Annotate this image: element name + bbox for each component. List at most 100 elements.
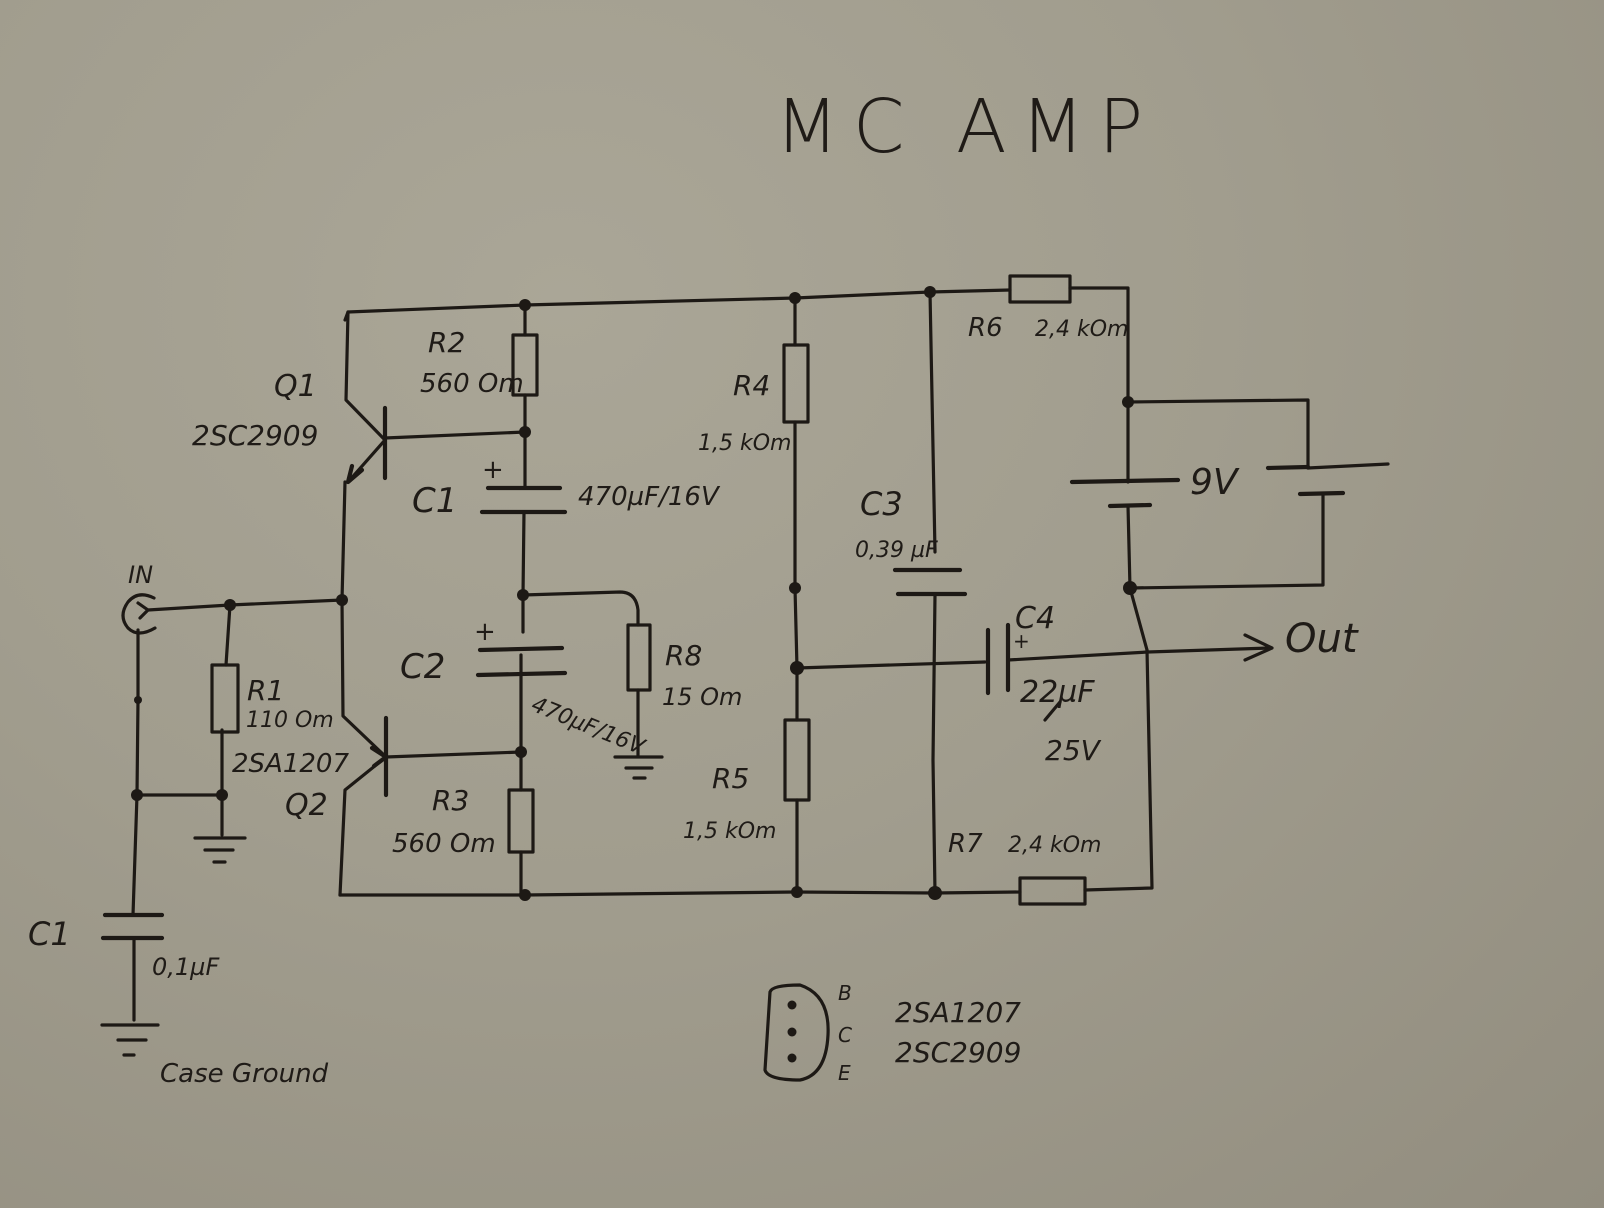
r7-value-label: 2,4 kOm	[1008, 833, 1101, 858]
battery-9v: 9V	[1069, 462, 1346, 509]
resistor-r3: R3 560 Om	[392, 784, 535, 859]
junction-dot	[789, 582, 801, 594]
capacitor-case: C1 0,1µF	[28, 912, 220, 981]
battery-left-bottom-wire	[1126, 504, 1149, 652]
r5-ref-label: R5	[712, 762, 749, 795]
r5-value-label: 1,5 kOm	[683, 819, 776, 844]
resistor-r7: R7 2,4 kOm	[948, 829, 1101, 906]
c3-ref-label: C3	[860, 485, 903, 523]
divider-to-c4-wire	[795, 660, 987, 670]
pinout-part-1: 2SA1207	[895, 996, 1021, 1029]
r7-to-output-wire	[1083, 648, 1154, 892]
battery-right-plate-short	[1297, 490, 1346, 497]
ground-symbol-r8	[613, 755, 664, 780]
battery-left-plate-short	[1107, 502, 1153, 509]
junction-dots	[131, 286, 1137, 901]
battery-voltage-label: 9V	[1190, 462, 1240, 503]
case-ground: Case Ground	[100, 1023, 329, 1089]
r6-body	[1008, 274, 1072, 304]
junction-dot	[517, 589, 529, 601]
junction-dot	[515, 746, 527, 758]
q1-base-wire	[383, 430, 527, 440]
ground-icon	[613, 755, 664, 780]
shield-wire	[131, 628, 140, 917]
resistor-r6: R6 2,4 kOm	[968, 274, 1128, 343]
wires	[131, 286, 1390, 1022]
junction-dot	[519, 426, 531, 438]
r4-r5-wire	[793, 420, 799, 722]
resistor-r5: R5 1,5 kOm	[683, 718, 811, 844]
capacitor-c2: + C2 470µF/16V	[400, 617, 649, 761]
junction-dot	[131, 789, 143, 801]
c3-value-label: 0,39 µF	[855, 538, 938, 563]
r4-value-label: 1,5 kOm	[698, 431, 791, 456]
junction-dot	[519, 299, 531, 311]
schematic-title: MC AMP	[775, 84, 1157, 170]
junction-dot	[790, 661, 804, 675]
junction-dot	[789, 292, 801, 304]
r2-value-label: 560 Om	[420, 369, 524, 399]
junction-dot	[928, 886, 942, 900]
input-jack: IN	[121, 561, 157, 635]
q1-emitter-arrow-icon	[345, 463, 365, 485]
c1-value-label: 470µF/16V	[578, 482, 721, 512]
resistor-r8: R8 15 Om	[626, 623, 742, 711]
pin-dot-e	[787, 1053, 797, 1063]
r7-ref-label: R7	[948, 829, 983, 859]
capacitor-c3: C3 0,39 µF	[855, 485, 968, 597]
resistor-r4: R4 1,5 kOm	[698, 343, 810, 456]
q1-ref-label: Q1	[274, 369, 317, 404]
c2-polarity-icon: +	[474, 617, 496, 647]
q2-base-wire	[384, 750, 523, 759]
ground-symbol-r1	[193, 836, 247, 864]
c3-bottom-wire	[931, 593, 937, 895]
resistor-r2: R2 560 Om	[420, 326, 539, 399]
input-wire	[146, 598, 344, 612]
battery-bottom-link-wire	[1128, 492, 1325, 590]
pin-label-c: C	[838, 1023, 852, 1047]
r1-value-label: 110 Om	[246, 708, 334, 733]
c4-ref-label: C4	[1015, 601, 1055, 636]
q2-collector-wire	[338, 755, 388, 897]
ground-icon	[193, 836, 247, 864]
output-arrow-icon	[1243, 633, 1274, 662]
q2-ref-label: Q2	[285, 788, 328, 823]
junction-dot	[216, 789, 228, 801]
capacitor-c1: + C1 470µF/16V	[412, 455, 721, 521]
pin-dot-b	[787, 1000, 797, 1010]
r1-body	[210, 663, 240, 734]
junction-dot	[224, 599, 236, 611]
c1-polarity-icon: +	[482, 455, 504, 485]
battery-left-plate-long	[1069, 477, 1181, 485]
q1-part-label: 2SC2909	[192, 419, 318, 452]
case-ground-label: Case Ground	[160, 1059, 329, 1089]
r8-value-label: 15 Om	[662, 683, 742, 711]
case-cap-value-label: 0,1µF	[152, 953, 220, 981]
r3-body	[507, 788, 535, 854]
pin-dot-c	[787, 1027, 797, 1037]
c4-polarity-icon: +	[1013, 629, 1030, 653]
r2-body	[511, 333, 539, 397]
junction-dot	[134, 696, 142, 704]
r4-body	[782, 343, 810, 424]
r6-value-label: 2,4 kOm	[1035, 317, 1128, 342]
emitter-line-wire	[340, 480, 388, 759]
pinout-package-outline	[763, 983, 830, 1082]
r1-top-wire	[224, 603, 232, 667]
c2-value-label: 470µF/16V	[528, 692, 650, 761]
input-jack-icon	[121, 593, 157, 635]
q2-emitter-arrow-icon	[369, 745, 389, 769]
junction-dot	[791, 886, 803, 898]
bottom-rail-wire	[338, 890, 1022, 897]
r3-value-label: 560 Om	[392, 829, 496, 859]
r3-ref-label: R3	[432, 784, 469, 817]
c4-to-output-wire	[1006, 646, 1272, 662]
c2-ref-label: C2	[400, 647, 445, 687]
battery-top-link-wire	[1126, 398, 1310, 470]
pin-label-b: B	[838, 981, 852, 1005]
c3-top-wire	[928, 290, 937, 554]
r6-ref-label: R6	[968, 313, 1003, 343]
junction-dot	[924, 286, 936, 298]
